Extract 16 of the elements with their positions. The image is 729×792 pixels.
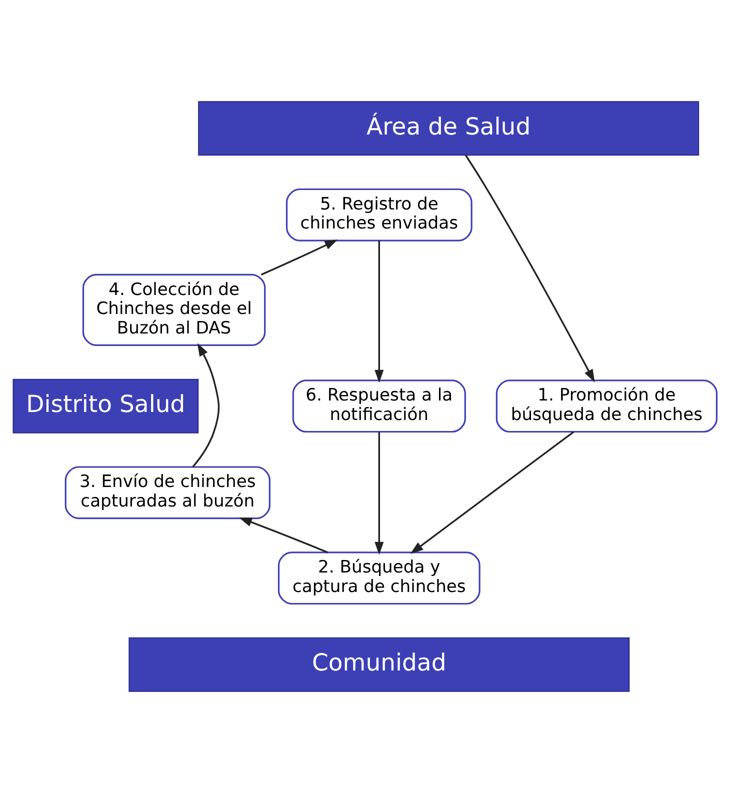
arrow (374, 431, 384, 554)
node-box: 6. Respuesta a la notificación (292, 379, 466, 432)
arrow (192, 342, 220, 467)
node-box: Comunidad (128, 636, 630, 692)
node-box: 1. Promoción de búsqueda de chinches (495, 379, 718, 432)
arrow (238, 516, 328, 553)
node-box: 4. Colección de Chinches desde el Buzón al DAS (82, 273, 266, 346)
arrow (260, 239, 338, 275)
node-box: 3. Envío de chinches capturadas al buzón (64, 466, 270, 519)
arrow (410, 430, 574, 554)
node-box: 5. Registro de chinches enviadas (285, 188, 472, 241)
node-box: Área de Salud (198, 100, 699, 156)
node-box: 2. Búsqueda y captura de chinches (277, 551, 480, 604)
arrow (464, 154, 594, 382)
arrow (374, 240, 384, 382)
node-box: Distrito Salud (12, 378, 198, 433)
